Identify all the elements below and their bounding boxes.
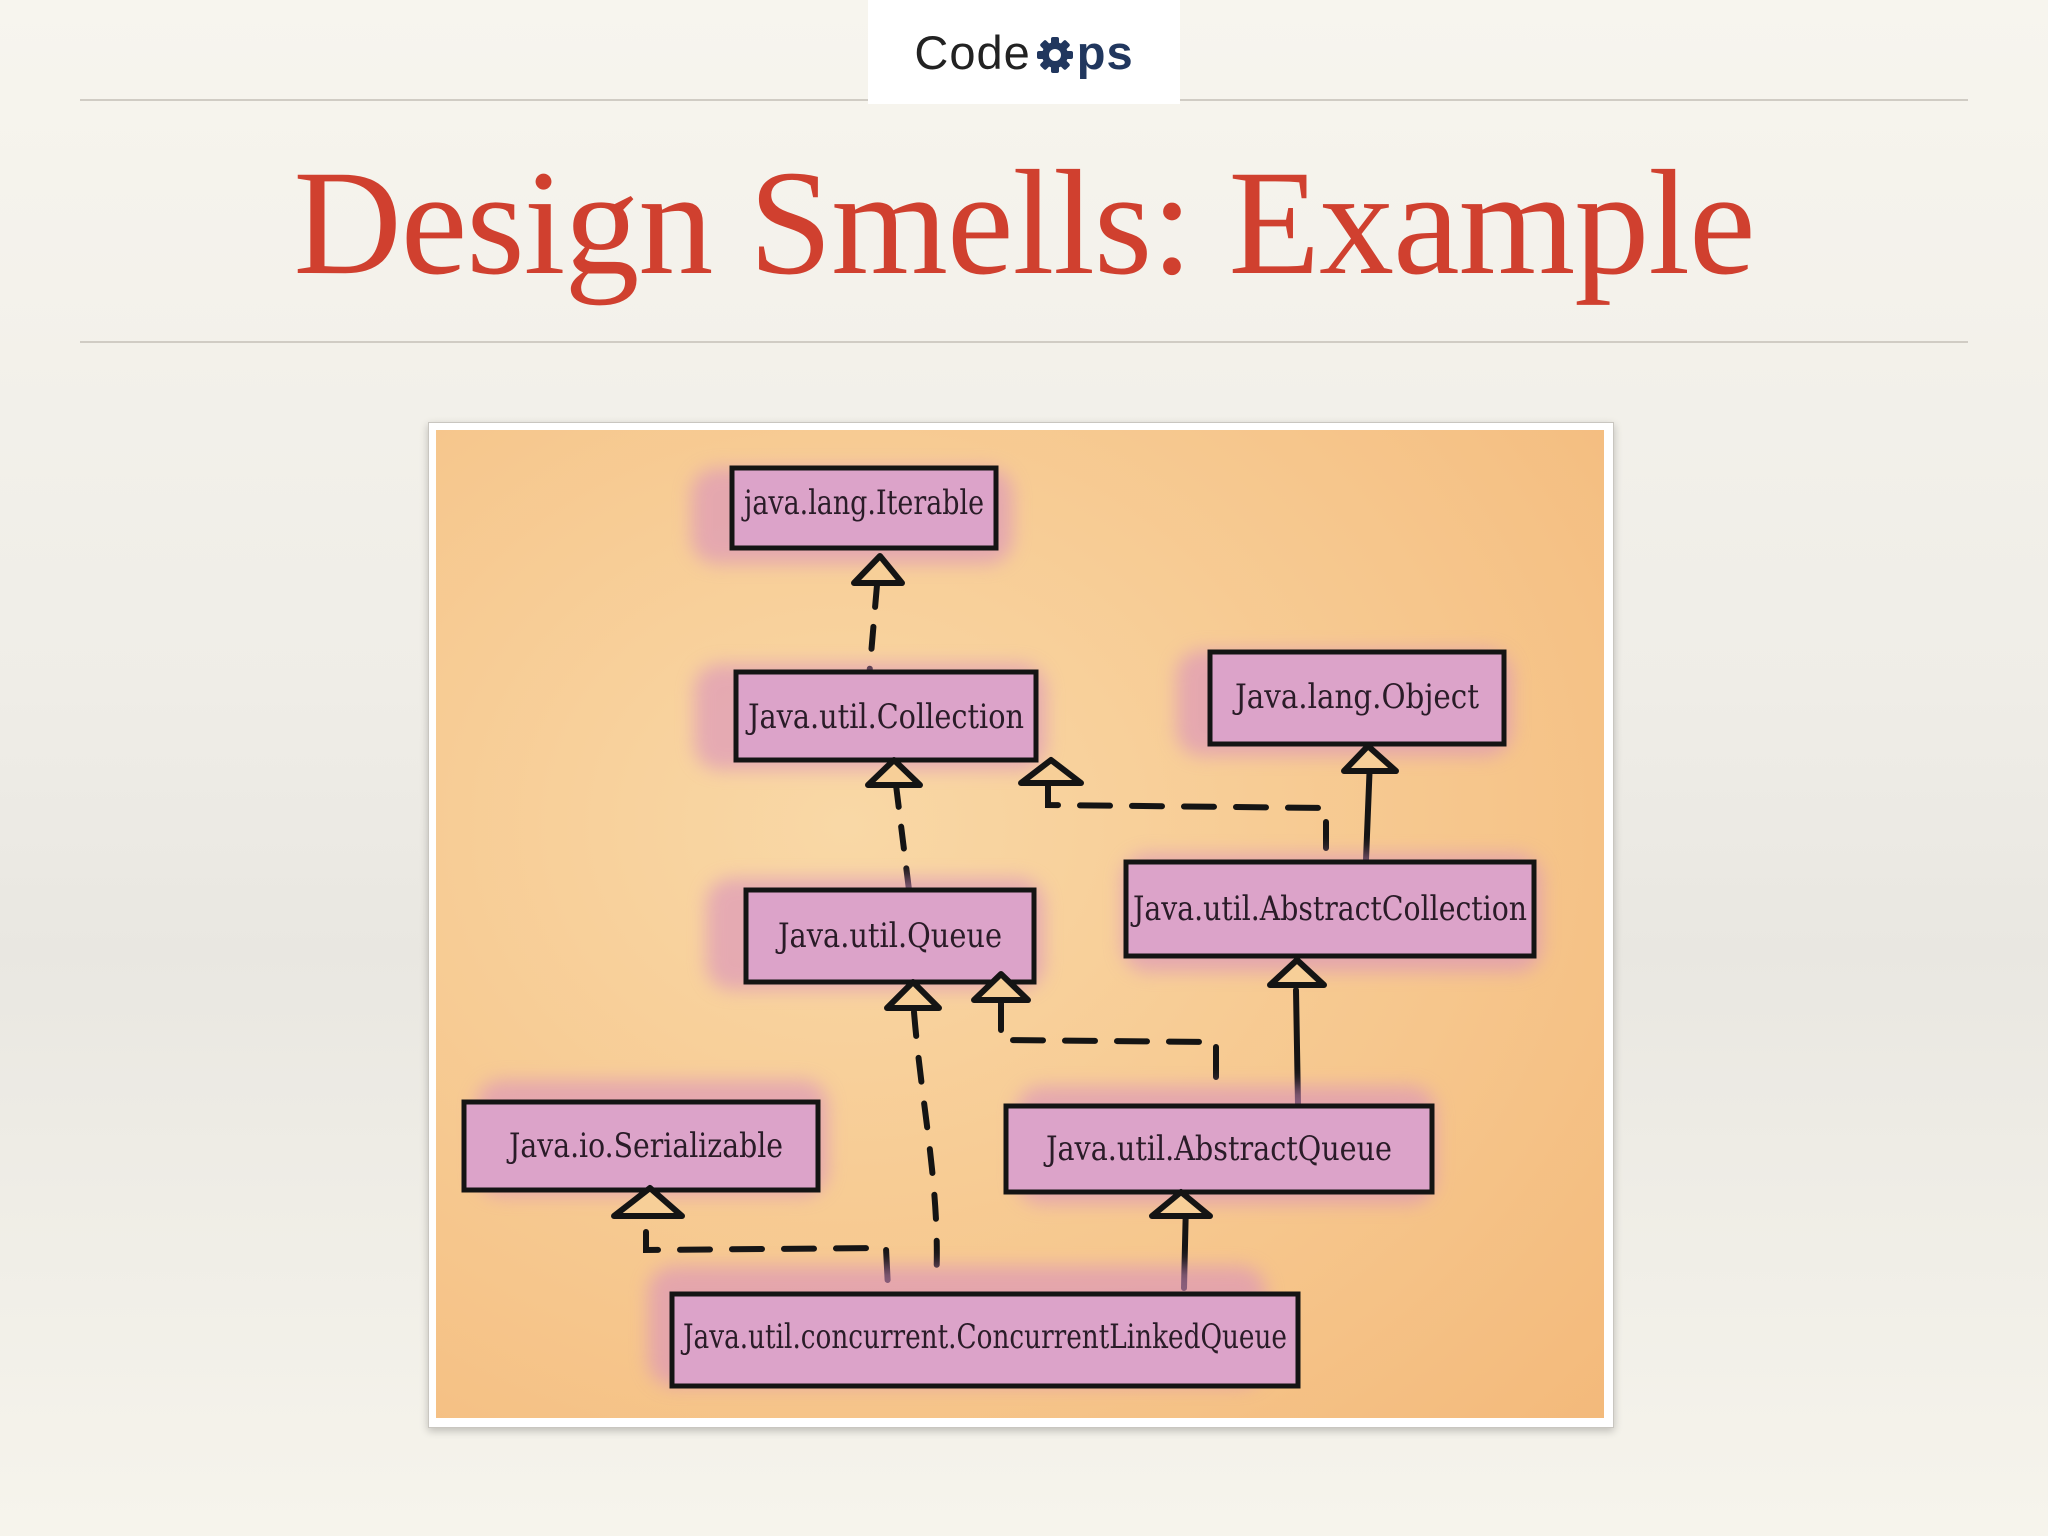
class-object-box — [1207, 649, 1507, 747]
connector-clq-queue — [911, 1009, 940, 1288]
arrowhead-serializable — [611, 1185, 685, 1219]
class-abstract-collection: Java.util.AbstractCollection — [1122, 854, 1542, 972]
class-abstract-collection-box — [1123, 859, 1537, 959]
codeops-logo: Code ps — [868, 0, 1180, 104]
class-clq-label: Java.util.concurrent.ConcurrentLinkedQue… — [681, 1317, 1287, 1357]
connector-abstractqueue-queue — [998, 997, 1219, 1088]
arrowheads — [611, 553, 1399, 1219]
class-queue: Java.util.Queue — [706, 878, 1044, 990]
class-abstract-collection-label: Java.util.AbstractCollection — [1131, 889, 1527, 929]
class-iterable-box — [729, 465, 999, 551]
header-rule-bottom — [80, 341, 1968, 343]
arrowhead-collection-right — [1018, 757, 1084, 786]
class-concurrent-linked-queue: Java.util.concurrent.ConcurrentLinkedQue… — [648, 1266, 1301, 1389]
class-clq-box — [669, 1291, 1301, 1389]
class-object-label: Java.lang.Object — [1232, 677, 1479, 717]
class-queue-box — [743, 887, 1037, 985]
connector-abstractqueue-abstractcollection — [1293, 987, 1301, 1108]
arrowhead-queue-right — [971, 971, 1031, 1003]
logo-code-text: Code — [914, 25, 1031, 79]
connector-queue-collection — [893, 782, 912, 893]
class-hierarchy-diagram: java.lang.Iterable Java.util.Collection … — [436, 430, 1604, 1418]
class-serializable-label: Java.io.Serializable — [507, 1126, 783, 1166]
class-abstract-queue-box — [1003, 1103, 1435, 1195]
class-abstract-queue-label: Java.util.AbstractQueue — [1043, 1129, 1392, 1169]
connector-abstractcollection-collection — [1045, 782, 1329, 851]
class-serializable: Java.io.Serializable — [461, 1080, 828, 1196]
class-queue-label: Java.util.Queue — [775, 916, 1002, 956]
arrowhead-queue-left — [884, 979, 942, 1011]
arrowhead-abstract-collection — [1267, 957, 1327, 988]
class-collection-label: Java.util.Collection — [745, 697, 1024, 737]
arrowhead-iterable — [851, 553, 905, 586]
class-collection: Java.util.Collection — [694, 664, 1046, 770]
class-object: Java.lang.Object — [1176, 649, 1512, 756]
logo-ops-text: ps — [1076, 25, 1134, 79]
connector-collection-iterable — [866, 582, 880, 681]
class-collection-box — [733, 669, 1039, 763]
connector-abstractcollection-object — [1363, 757, 1373, 863]
arrowhead-collection-left — [865, 757, 923, 788]
slide-title: Design Smells: Example — [293, 140, 1755, 306]
arrowhead-abstract-queue — [1149, 1189, 1213, 1219]
class-iterable: java.lang.Iterable — [691, 465, 1013, 564]
class-iterable-label: java.lang.Iterable — [741, 483, 984, 523]
gear-icon — [1035, 35, 1075, 75]
class-abstract-queue: Java.util.AbstractQueue — [1003, 1086, 1436, 1204]
arrowhead-object — [1341, 743, 1399, 774]
class-serializable-box — [461, 1099, 821, 1193]
